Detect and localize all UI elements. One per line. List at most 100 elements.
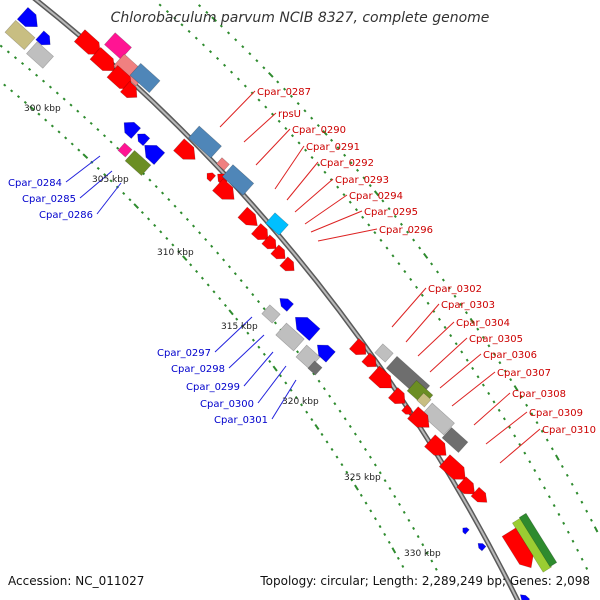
- gene-label-cpar_0287[interactable]: Cpar_0287: [257, 87, 311, 98]
- gene-label-cpar_0295[interactable]: Cpar_0295: [364, 207, 418, 218]
- gene-feature[interactable]: [265, 212, 289, 236]
- guide-dot: [283, 87, 287, 91]
- gene-label-cpar_0285[interactable]: Cpar_0285: [22, 194, 76, 205]
- gene-feature[interactable]: [518, 512, 558, 568]
- gene-label-cpar_0306[interactable]: Cpar_0306: [483, 350, 537, 361]
- guide-dot: [210, 244, 214, 248]
- guide-dot: [403, 269, 407, 274]
- gene-feature[interactable]: [279, 256, 298, 275]
- gene-feature[interactable]: [16, 6, 43, 32]
- gene-label-cpar_0284[interactable]: Cpar_0284: [8, 178, 62, 189]
- gene-label-cpar_0296[interactable]: Cpar_0296: [379, 225, 433, 236]
- guide-dot: [322, 387, 326, 391]
- gene-feature[interactable]: [501, 527, 538, 572]
- guide-dot: [227, 265, 232, 269]
- gene-label-cpar_0292[interactable]: Cpar_0292: [320, 158, 374, 169]
- gene-feature[interactable]: [124, 150, 152, 176]
- gene-label-cpar_0300[interactable]: Cpar_0300: [200, 399, 254, 410]
- guide-dot: [270, 112, 275, 116]
- gene-label-cpar_0305[interactable]: Cpar_0305: [469, 334, 523, 345]
- gene-feature[interactable]: [216, 157, 230, 171]
- gene-feature[interactable]: [361, 352, 380, 371]
- gene-feature[interactable]: [276, 295, 294, 312]
- gene-feature[interactable]: [470, 486, 491, 507]
- guide-dot: [471, 366, 475, 371]
- gene-label-cpar_0310[interactable]: Cpar_0310: [542, 425, 596, 436]
- gene-feature[interactable]: [4, 19, 36, 51]
- gene-label-cpar_0304[interactable]: Cpar_0304: [456, 318, 510, 329]
- guide-dot: [342, 193, 346, 197]
- gene-feature[interactable]: [26, 41, 54, 69]
- gene-feature[interactable]: [290, 311, 321, 342]
- gene-feature[interactable]: [212, 178, 239, 206]
- gene-label-cpar_0293[interactable]: Cpar_0293: [335, 175, 389, 186]
- gene-label-cpar_0290[interactable]: Cpar_0290: [292, 125, 346, 136]
- gene-label-cpar_0309[interactable]: Cpar_0309: [529, 408, 583, 419]
- gene-feature[interactable]: [173, 138, 200, 166]
- guide-dot: [154, 185, 158, 189]
- guide-dot: [262, 352, 266, 356]
- guide-dot: [378, 525, 382, 529]
- guide-dot: [349, 161, 353, 165]
- gene-feature[interactable]: [275, 322, 305, 352]
- gene-label-cpar_0299[interactable]: Cpar_0299: [186, 382, 240, 393]
- gene-label-cpar_0307[interactable]: Cpar_0307: [497, 368, 551, 379]
- gene-feature[interactable]: [461, 526, 470, 535]
- gene-feature[interactable]: [188, 125, 222, 159]
- gene-feature[interactable]: [424, 434, 451, 462]
- gene-feature[interactable]: [139, 139, 166, 166]
- gene-label-cpar_0303[interactable]: Cpar_0303: [441, 300, 495, 311]
- gene-feature[interactable]: [134, 130, 151, 147]
- gene-feature[interactable]: [35, 30, 54, 49]
- gene-label-cpar_0286[interactable]: Cpar_0286: [39, 210, 93, 221]
- gene-label-rpsu[interactable]: rpsU: [278, 109, 301, 120]
- gene-feature[interactable]: [441, 427, 469, 453]
- gene-label-cpar_0297[interactable]: Cpar_0297: [157, 348, 211, 359]
- guide-dot: [262, 66, 266, 70]
- guide-dot: [538, 477, 542, 481]
- guide-dot: [589, 518, 593, 522]
- gene-label-cpar_0298[interactable]: Cpar_0298: [171, 364, 225, 375]
- gene-feature[interactable]: [117, 142, 133, 158]
- gene-feature[interactable]: [518, 592, 531, 600]
- gene-feature[interactable]: [387, 387, 409, 408]
- gene-feature[interactable]: [407, 406, 434, 434]
- gene-feature[interactable]: [438, 454, 471, 486]
- guide-dot: [264, 105, 268, 109]
- gene-feature[interactable]: [456, 476, 480, 499]
- gene-feature[interactable]: [368, 365, 398, 394]
- gene-feature[interactable]: [374, 343, 394, 363]
- gene-feature[interactable]: [348, 338, 370, 359]
- gene-feature[interactable]: [307, 360, 323, 376]
- gene-label-cpar_0302[interactable]: Cpar_0302: [428, 284, 482, 295]
- gene-feature[interactable]: [119, 81, 141, 102]
- guide-dot: [223, 63, 227, 67]
- gene-feature[interactable]: [261, 234, 280, 253]
- gene-feature[interactable]: [270, 244, 289, 263]
- gene-feature[interactable]: [89, 46, 120, 76]
- gene-feature[interactable]: [221, 164, 255, 196]
- guide-dot: [402, 510, 406, 514]
- gene-feature[interactable]: [250, 223, 272, 244]
- gene-label-cpar_0308[interactable]: Cpar_0308: [512, 389, 566, 400]
- gene-feature[interactable]: [73, 29, 106, 61]
- guide-dot: [160, 191, 165, 195]
- gene-feature[interactable]: [416, 392, 432, 408]
- gene-feature[interactable]: [401, 404, 415, 418]
- gene-feature[interactable]: [129, 62, 161, 94]
- guide-dot: [200, 276, 204, 280]
- guide-dot: [325, 440, 329, 444]
- gene-label-cpar_0301[interactable]: Cpar_0301: [214, 415, 268, 426]
- gene-feature[interactable]: [476, 541, 487, 552]
- gene-feature[interactable]: [313, 340, 336, 363]
- gene-label-cpar_0294[interactable]: Cpar_0294: [349, 191, 403, 202]
- gene-label-cpar_0291[interactable]: Cpar_0291: [306, 142, 360, 153]
- guide-dot: [343, 153, 347, 157]
- gene-feature[interactable]: [261, 304, 281, 324]
- guide-dot: [359, 493, 363, 497]
- gene-feature[interactable]: [421, 402, 455, 436]
- gene-feature[interactable]: [204, 170, 217, 183]
- guide-dot: [358, 440, 362, 444]
- gene-feature[interactable]: [237, 206, 262, 231]
- gene-feature[interactable]: [119, 117, 142, 139]
